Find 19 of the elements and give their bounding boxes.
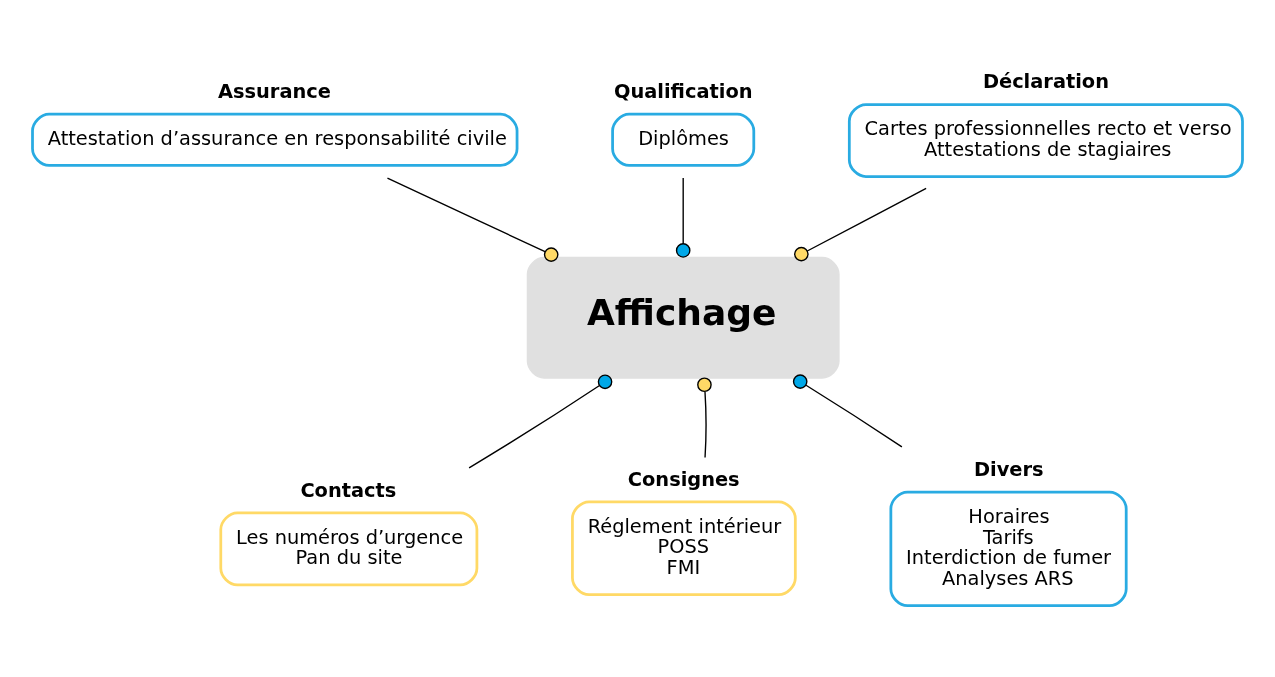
- connector: [697, 377, 712, 459]
- node-box: Les numéros d’urgence Pan du site: [219, 511, 479, 587]
- node-box: Attestation d’assurance en responsabilité civile: [31, 112, 519, 167]
- node-box: Réglement intérieur POSS FMI: [571, 500, 797, 596]
- connector: [792, 374, 903, 448]
- connector: [675, 177, 691, 258]
- connector: [468, 374, 613, 469]
- node-label: Contacts: [300, 478, 397, 502]
- node-box: Diplômes: [611, 112, 756, 167]
- connector: [794, 187, 927, 262]
- node-label: Assurance: [218, 79, 331, 103]
- node-label: Divers: [973, 457, 1044, 481]
- node-label: Consignes: [627, 467, 740, 491]
- node-box: Cartes professionnelles recto et verso Attestations de stagiaires: [847, 103, 1244, 178]
- node-box: Horaires Tarifs Interdiction de fumer Analyses ARS: [889, 490, 1128, 608]
- node-label: Qualification: [613, 79, 753, 103]
- connector: [386, 177, 559, 262]
- node-box: Affichage: [526, 256, 840, 379]
- node-label: Déclaration: [982, 70, 1109, 94]
